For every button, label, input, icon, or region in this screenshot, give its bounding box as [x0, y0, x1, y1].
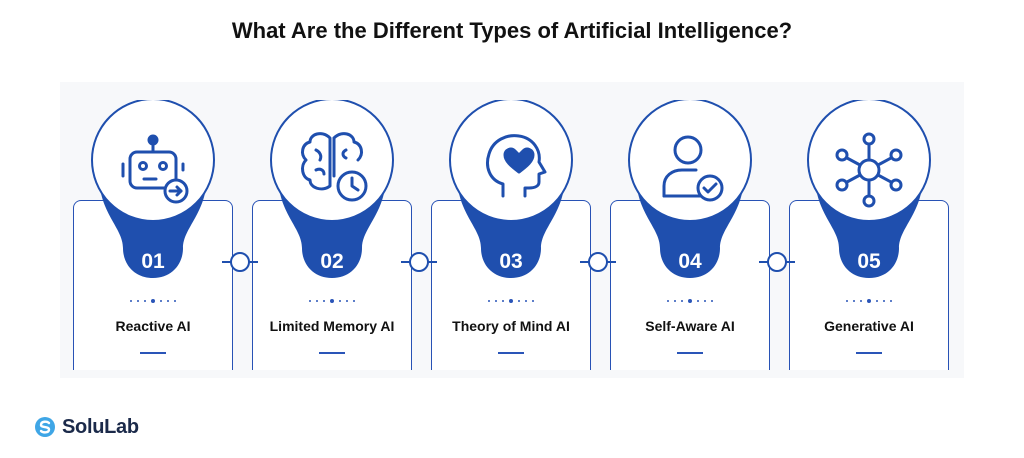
connector-ring [767, 252, 787, 272]
label-underline [856, 352, 882, 354]
step-icon-group-5 [789, 100, 949, 290]
step-label-2: Limited Memory AI [269, 318, 395, 334]
label-underline [498, 352, 524, 354]
robot-icon [121, 134, 189, 204]
step-icon-group-2 [252, 100, 412, 290]
step-icon-group-4 [610, 100, 770, 290]
step-label-1: Reactive AI [115, 318, 191, 334]
network-icon [835, 132, 903, 208]
dot-separator [610, 297, 770, 305]
step-icon-group-1 [73, 100, 233, 290]
dot-separator [252, 297, 412, 305]
step-label-4: Self-Aware AI [645, 318, 735, 334]
brand-name: SoluLab [62, 415, 139, 438]
step-label-5: Generative AI [824, 318, 914, 334]
user-check-icon [662, 135, 724, 202]
label-underline [319, 352, 345, 354]
step-label-3: Theory of Mind AI [452, 318, 570, 334]
step-number-2: 02 [320, 250, 344, 273]
step-number-4: 04 [678, 250, 702, 273]
brand-logo: SoluLab [34, 414, 139, 440]
step-number-3: 03 [499, 250, 523, 273]
solulab-logo-icon [35, 417, 55, 437]
dot-separator [431, 297, 591, 305]
brain-clock-icon [301, 132, 368, 202]
dot-separator [73, 297, 233, 305]
connector-ring [409, 252, 429, 272]
page-title: What Are the Different Types of Artifici… [231, 18, 793, 43]
connector-ring [230, 252, 250, 272]
head-heart-icon [486, 134, 547, 198]
step-number-5: 05 [857, 250, 881, 273]
connector-ring [588, 252, 608, 272]
step-icon-group-3 [431, 100, 591, 290]
label-underline [677, 352, 703, 354]
step-number-1: 01 [141, 250, 165, 273]
dot-separator [789, 297, 949, 305]
label-underline [140, 352, 166, 354]
